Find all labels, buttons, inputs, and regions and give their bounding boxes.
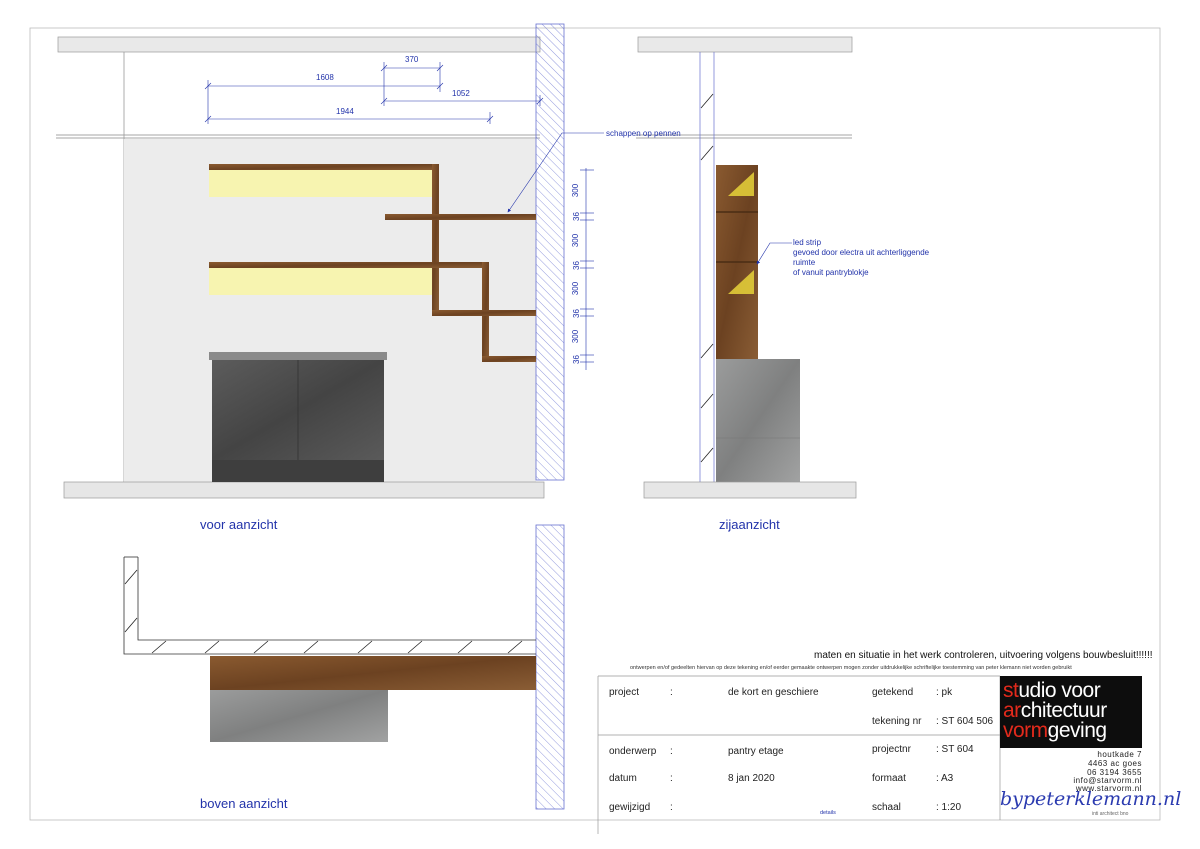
shelves-annotation: schappen op pennen [606, 129, 681, 138]
drawn-label: getekend [872, 687, 914, 698]
subject-label: onderwerp [609, 746, 657, 757]
dim-vertical: 300 [571, 281, 581, 296]
wall-hatch-marks [700, 93, 714, 463]
front-view-label: voor aanzicht [200, 517, 278, 532]
led-triangle [728, 270, 754, 294]
led-annotation-line: of vanuit pantryblokje [793, 268, 869, 277]
vertical-dimension-chain [580, 168, 594, 370]
title-block [597, 675, 1001, 834]
logo-line-1: studio voor [1003, 679, 1101, 702]
dim-vertical: 36 [571, 261, 581, 270]
colon: : [670, 773, 673, 784]
led-triangle [728, 172, 754, 196]
top-view-label: boven aanzicht [200, 796, 288, 811]
hatched-column [535, 524, 565, 810]
logo-accent: vorm [1003, 719, 1048, 742]
colon: : [670, 802, 673, 813]
dim-vertical: 36 [571, 309, 581, 318]
floor-slab [63, 481, 545, 499]
logo-text: geving [1047, 719, 1107, 742]
ceiling-slab [637, 36, 853, 53]
sheet-border [29, 27, 1161, 821]
format-label: formaat [872, 773, 906, 784]
date-value: 8 jan 2020 [728, 773, 775, 784]
wall-hatch-marks [124, 569, 523, 654]
dim-vertical: 300 [571, 183, 581, 198]
address-line: houtkade 7 [1097, 750, 1142, 759]
logo-accent: ar [1003, 699, 1021, 722]
side-view [636, 36, 857, 499]
stone-base [716, 359, 800, 482]
studio-logo: studio voor architectuur vormgeving [1000, 676, 1142, 748]
top-view [123, 524, 565, 810]
dim-1944: 1944 [336, 107, 354, 116]
phone: 06 3194 3655 [1087, 768, 1142, 777]
led-glow [209, 170, 437, 197]
wood-shelves [209, 164, 536, 362]
logo-text: chitectuur [1020, 699, 1108, 722]
cabinet-plinth [212, 460, 384, 482]
dim-1608: 1608 [316, 73, 334, 82]
project-label: project [609, 687, 640, 698]
wood-shelf-plan [210, 656, 536, 690]
email: info@starvorm.nl [1073, 776, 1142, 785]
led-annotation-line: gevoed door electra uit achterliggende [793, 248, 930, 257]
ceiling-slab [57, 36, 541, 53]
address-line: 4463 ac goes [1087, 759, 1142, 768]
hatched-column [535, 23, 565, 481]
dim-vertical: 300 [571, 233, 581, 248]
drawn-value: : pk [936, 687, 953, 698]
side-view-label: zijaanzicht [719, 517, 780, 532]
project-nr-label: projectnr [872, 744, 911, 755]
scale-label: schaal [872, 802, 901, 813]
dimension-lines [204, 62, 544, 124]
dim-vertical: 36 [571, 212, 581, 221]
dim-370: 370 [405, 55, 419, 64]
revised-label: gewijzigd [609, 802, 651, 813]
logo-text: udio voor [1018, 679, 1101, 702]
dim-1052: 1052 [452, 89, 470, 98]
logo-line-2: architectuur [1003, 699, 1108, 722]
led-leader [756, 242, 792, 265]
led-annotation-line: ruimte [793, 258, 816, 267]
led-annotation-line: led strip [793, 238, 822, 247]
dim-vertical: 300 [571, 329, 581, 344]
colon: : [670, 746, 673, 757]
logo-line-3: vormgeving [1003, 719, 1107, 742]
colon: : [670, 687, 673, 698]
revised-value: details [820, 810, 836, 816]
website: www.starvorm.nl [1075, 784, 1142, 793]
project-nr-value: : ST 604 [936, 744, 974, 755]
cabinet-top [209, 352, 387, 360]
site-warning: maten en situatie in het werk controlere… [814, 650, 1153, 661]
drawing-nr-label: tekening nr [872, 716, 922, 727]
logo-accent: st [1003, 679, 1019, 702]
led-glow [209, 268, 437, 295]
brand-subtitle: inti architect bno [1092, 811, 1129, 817]
led-annotation: led strip gevoed door electra uit achter… [793, 238, 929, 278]
date-label: datum [609, 773, 637, 784]
floor-slab [643, 481, 857, 499]
shelves-leader [507, 132, 604, 213]
format-value: : A3 [936, 773, 954, 784]
subject-value: pantry etage [728, 746, 784, 757]
copyright-notice: ontwerpen en/of gedeelten hiervan op dez… [630, 665, 1072, 671]
brand-signature: bypeterklemann.nl [1000, 788, 1182, 810]
project-value: de kort en geschiere [728, 687, 819, 698]
front-view [56, 23, 604, 499]
scale-value: : 1:20 [936, 802, 962, 813]
dim-vertical: 36 [571, 355, 581, 364]
stone-cabinet-plan [210, 690, 388, 742]
drawing-nr-value: : ST 604 506 [936, 716, 994, 727]
